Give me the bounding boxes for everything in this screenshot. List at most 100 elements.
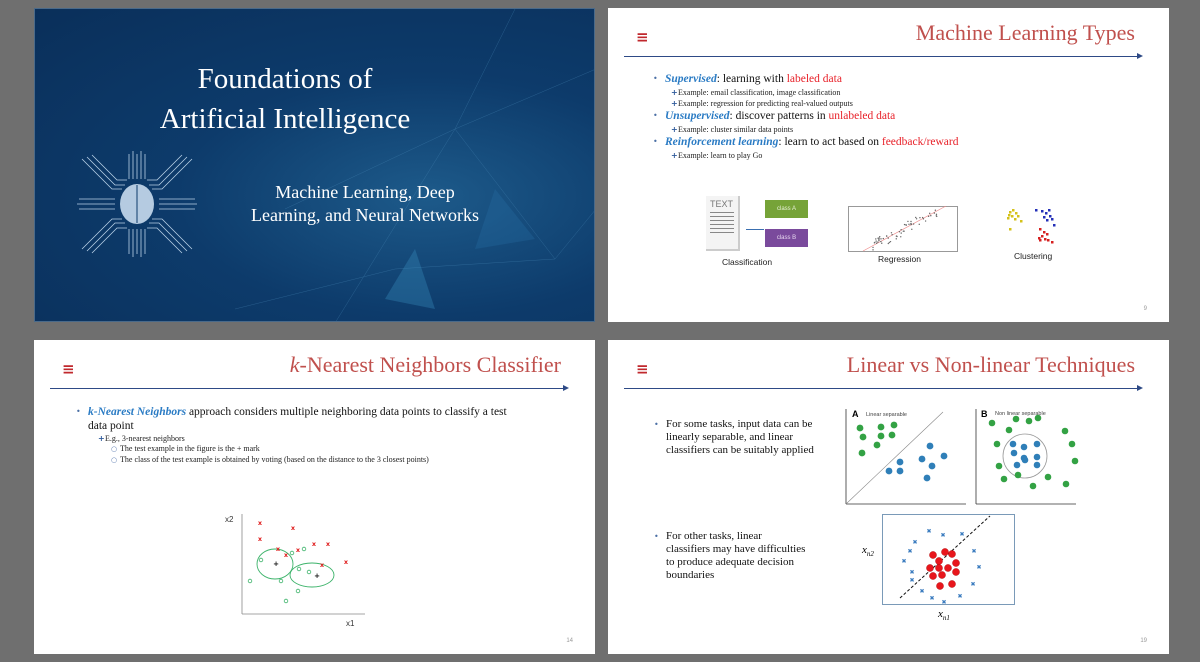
x-axis-label: x1 [346, 619, 355, 628]
data-point [880, 241, 881, 242]
slide-thumbnail-4[interactable]: ≡ Linear vs Non-linear Techniques For so… [608, 340, 1169, 654]
panel-letter: B [981, 409, 988, 419]
red-point [935, 557, 942, 564]
class-x-point: x [284, 551, 289, 559]
slide-title: Machine Learning Types [916, 20, 1135, 46]
red-point [929, 551, 936, 558]
cluster-point [1014, 218, 1017, 221]
cluster-point [1009, 228, 1012, 231]
green-point [1045, 474, 1052, 481]
class-o-point [290, 551, 294, 555]
panel-b-nonlinear-separable: B Non linear separable [970, 406, 1080, 508]
blue-x-point: ✖ [926, 528, 931, 535]
green-point [1013, 416, 1020, 423]
red-point [948, 580, 955, 587]
class-o-point [302, 547, 306, 551]
data-point [891, 234, 892, 235]
subtitle-line-2: Learning, and Neural Networks [215, 204, 515, 227]
red-point [938, 571, 945, 578]
title-italic: k [290, 352, 300, 377]
data-point [874, 242, 875, 243]
arrow-icon [746, 229, 764, 230]
blue-x-point: ✖ [940, 532, 945, 539]
cluster-point [1045, 212, 1048, 215]
data-point [875, 238, 876, 239]
red-point [952, 559, 959, 566]
blue-x-point: ✖ [970, 581, 975, 588]
title-rest: -Nearest Neighbors Classifier [300, 352, 561, 377]
red-point [926, 564, 933, 571]
data-point [923, 218, 924, 219]
data-point [910, 223, 911, 224]
class-x-point: x [296, 546, 301, 554]
clustering-plot [1003, 206, 1063, 251]
data-point [900, 229, 901, 230]
data-point [907, 221, 908, 222]
menu-icon[interactable]: ≡ [636, 360, 649, 378]
y-axis-label: xn2 [862, 544, 874, 558]
brain-circuit-icon [77, 149, 197, 259]
class-x-point: x [291, 524, 296, 532]
cluster-point [1049, 215, 1052, 218]
data-point [877, 241, 878, 242]
data-point [908, 224, 909, 225]
bullet-text: : discover patterns in [730, 110, 829, 122]
x-axis-label: xn1 [938, 608, 950, 622]
data-point [878, 237, 879, 238]
data-point [872, 247, 873, 248]
slide-number: 14 [566, 638, 573, 644]
menu-icon[interactable]: ≡ [636, 28, 649, 46]
blue-x-point: ✖ [959, 531, 964, 538]
data-point [890, 241, 891, 242]
data-point [886, 235, 887, 236]
red-point [936, 582, 943, 589]
slide-number: 19 [1140, 638, 1147, 644]
bullet-supervised: Supervised: learning with labeled data [665, 72, 842, 86]
slide-number: 9 [1144, 306, 1147, 312]
data-point [896, 236, 897, 237]
slide-title: Linear vs Non-linear Techniques [847, 352, 1135, 378]
slide-thumbnail-2[interactable]: ≡ Machine Learning Types Supervised: lea… [608, 8, 1169, 322]
green-point [1063, 481, 1070, 488]
data-point [925, 220, 926, 221]
blue-point [1010, 441, 1017, 448]
blue-point [929, 463, 936, 470]
green-point [857, 425, 864, 432]
cluster-point [1051, 241, 1054, 244]
green-point [860, 434, 867, 441]
regression-plot [848, 206, 958, 254]
data-point [905, 224, 906, 225]
data-point [913, 223, 914, 224]
title-divider-arrow [50, 388, 565, 389]
slide-thumbnail-3[interactable]: ≡ k-Nearest Neighbors Classifier k-Neare… [34, 340, 595, 654]
bullet-text: : learn to act based on [778, 136, 881, 148]
blue-x-point: ✖ [941, 599, 946, 606]
green-point [1035, 415, 1042, 422]
slide-thumbnail-1[interactable]: Foundations of Artificial Intelligence M… [34, 8, 595, 322]
panel-letter: A [852, 409, 859, 419]
caption-classification: Classification [722, 257, 772, 267]
bullet-text: : learning with [717, 73, 787, 85]
cluster-point [1053, 224, 1056, 227]
data-point [935, 210, 936, 211]
green-point [1030, 483, 1037, 490]
data-point [888, 237, 889, 238]
sub-sub-bullet: The class of the test example is obtaine… [120, 455, 429, 464]
blue-x-point: ✖ [919, 588, 924, 595]
green-point [1001, 476, 1008, 483]
class-x-point: x [326, 540, 331, 548]
red-point [944, 564, 951, 571]
keyword: Reinforcement learning [665, 136, 778, 148]
class-b-box: class B [765, 229, 808, 247]
sub-bullet: E.g., 3-nearest neighbors [105, 433, 185, 444]
class-o-point [296, 589, 300, 593]
highlight: unlabeled data [829, 110, 896, 122]
data-point [936, 216, 937, 217]
caption-clustering: Clustering [1014, 251, 1052, 261]
data-point [891, 232, 892, 233]
data-point [899, 231, 900, 232]
menu-icon[interactable]: ≡ [62, 360, 75, 378]
blue-point [897, 468, 904, 475]
cluster-point [1015, 212, 1018, 215]
blue-point [886, 468, 893, 475]
